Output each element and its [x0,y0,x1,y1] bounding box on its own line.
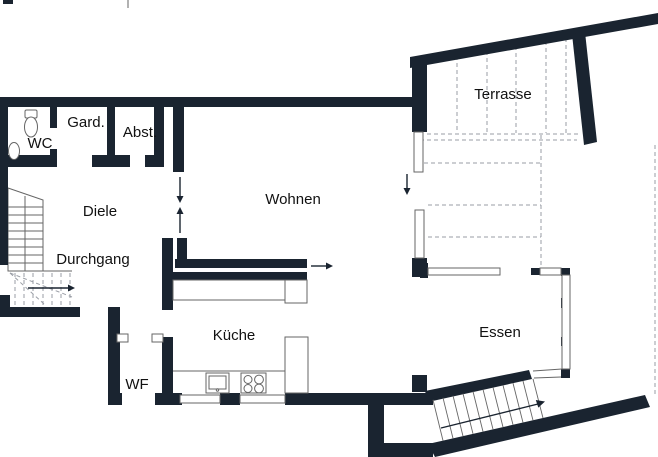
washbasin-icon [8,142,20,160]
sliding-door-arrow [311,262,333,270]
staircase-diele-hidden-flight [9,272,73,305]
room-label-kueche: Küche [213,327,256,344]
room-label-gard: Gard. [67,114,105,131]
window-stair-top [532,368,563,372]
wall-wc-south [8,155,57,167]
dashed-overhang-lines [127,0,656,395]
sideboard [172,279,308,304]
wall-left [0,97,8,265]
wall-abst-east [154,107,164,155]
room-label-abst: Abst. [123,124,157,141]
kitchen-counter [173,336,309,394]
room-label-durchgang: Durchgang [56,251,129,268]
wall-terrasse-diagonal [410,13,658,68]
wall-wf-east [162,337,173,393]
room-label-terrasse: Terrasse [474,86,532,103]
tall-cabinet [284,336,309,394]
window-essen-south-1 [427,267,501,276]
wall-top [0,97,415,107]
window-mullion [531,268,540,275]
wall-stair-lower [428,395,650,457]
window-kueche-south-1 [179,394,221,404]
window-kueche-south-2 [239,394,286,404]
stove-icon [240,372,267,394]
wall-wc-east [50,107,57,128]
wf-door-jamb-left [116,333,129,343]
wall-kueche-south [220,393,240,405]
passage-arrows [176,174,411,270]
wall-stair-upper [425,370,532,402]
windows [116,131,571,404]
room-label-diele: Diele [83,203,117,220]
terrasse-door-arrow [403,174,411,195]
window-essen-east [561,274,571,370]
wall-terrasse-west [412,58,427,132]
wall-wohnen-stub [173,107,184,172]
wall-tick-top [3,0,13,4]
wall-gard-abst-divider [107,107,115,155]
staircase-diele [7,187,75,305]
stair-direction-arrow [28,284,75,292]
window-essen-south-2 [539,267,562,276]
durchgang-arrow-down [176,177,184,203]
wf-door-jamb-right [151,333,164,343]
room-labels: Terrasse Wohnen Essen Küche Diele Durchg… [28,86,532,393]
wall-wf-west [108,307,120,393]
room-label-wohnen: Wohnen [265,191,321,208]
wall-terrasse-east [572,32,597,145]
room-label-wf: WF [125,376,148,393]
kitchen-sink-icon [205,372,230,394]
room-label-wc: WC [28,135,53,152]
window-terrasse-west-2 [414,209,425,259]
stair-direction-arrow [440,400,545,429]
room-label-essen: Essen [479,324,521,341]
fixtures [8,109,309,394]
sliding-door-panel [175,259,307,268]
durchgang-arrow-up [176,207,184,233]
window-terrasse-west-1 [413,131,424,173]
toilet-icon [24,109,38,138]
staircase-essen [432,378,545,441]
wall-bottom-left [0,307,80,317]
wall-wohnen-kueche [162,272,307,280]
